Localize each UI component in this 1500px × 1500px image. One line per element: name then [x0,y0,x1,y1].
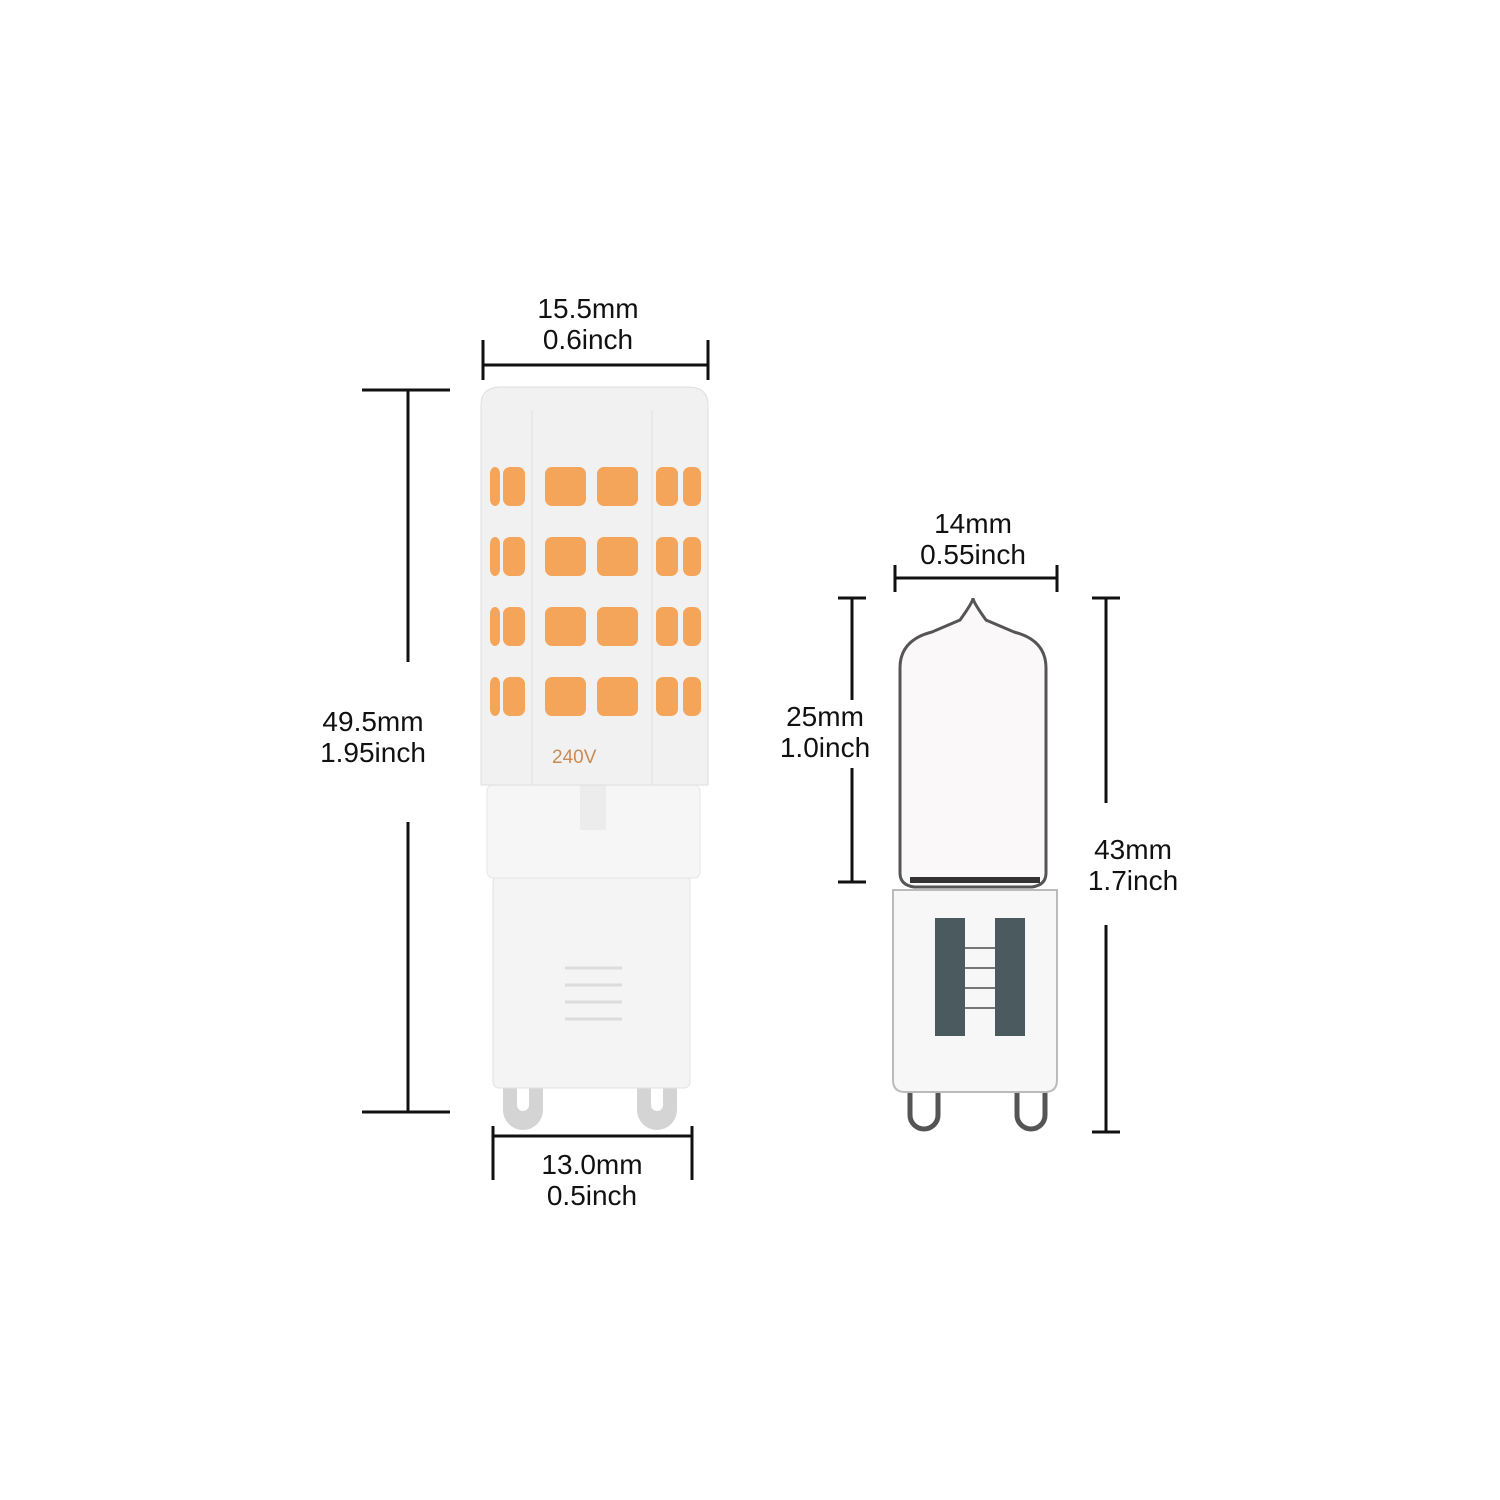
led-chip [683,677,701,716]
led-chip [503,677,525,716]
led-chip [656,607,678,646]
led-chip [503,607,525,646]
led-base-width-label: 13.0mm 0.5inch [541,1149,642,1211]
inch-value: 0.5inch [546,1180,638,1211]
led-chip [597,537,638,576]
led-top-width-label: 15.5mm 0.6inch [537,293,638,355]
led-chip [490,607,500,646]
halogen-glass-height-label: 25mm 1.0inch [780,701,870,763]
led-chip [597,607,638,646]
led-chip [683,607,701,646]
inch-value: 1.0inch [779,732,871,763]
led-chip [656,537,678,576]
inch-value: 1.95inch [320,737,426,768]
led-chip [490,537,500,576]
led-chip [490,467,500,506]
inch-value: 1.7inch [1087,865,1179,896]
led-chip [683,537,701,576]
led-chip [545,537,586,576]
led-chip [683,467,701,506]
inch-value: 0.55inch [920,539,1026,570]
led-height-label: 49.5mm 1.95inch [320,706,426,768]
halogen-width-label: 14mm 0.55inch [920,508,1026,570]
halogen-height-label: 43mm 1.7inch [1088,834,1178,896]
led-chip [545,607,586,646]
led-chip [545,677,586,716]
dimension-lines [362,340,1120,1180]
led-chip [545,467,586,506]
mm-value: 13.0mm [541,1149,643,1180]
mm-value: 15.5mm [537,293,639,324]
mm-value: 14mm [934,508,1012,539]
led-bulb-image: 240V [480,386,709,1130]
halogen-bulb-image [892,597,1058,1132]
led-chip [656,467,678,506]
led-chip [490,677,500,716]
led-chip [597,467,638,506]
led-chip [503,467,525,506]
led-chip [503,537,525,576]
voltage-marking: 240V [552,747,597,768]
inch-value: 0.6inch [542,324,634,355]
mm-value: 25mm [786,701,864,732]
mm-value: 43mm [1094,834,1172,865]
mm-value: 49.5mm [322,706,424,737]
led-chip [656,677,678,716]
led-chip [597,677,638,716]
